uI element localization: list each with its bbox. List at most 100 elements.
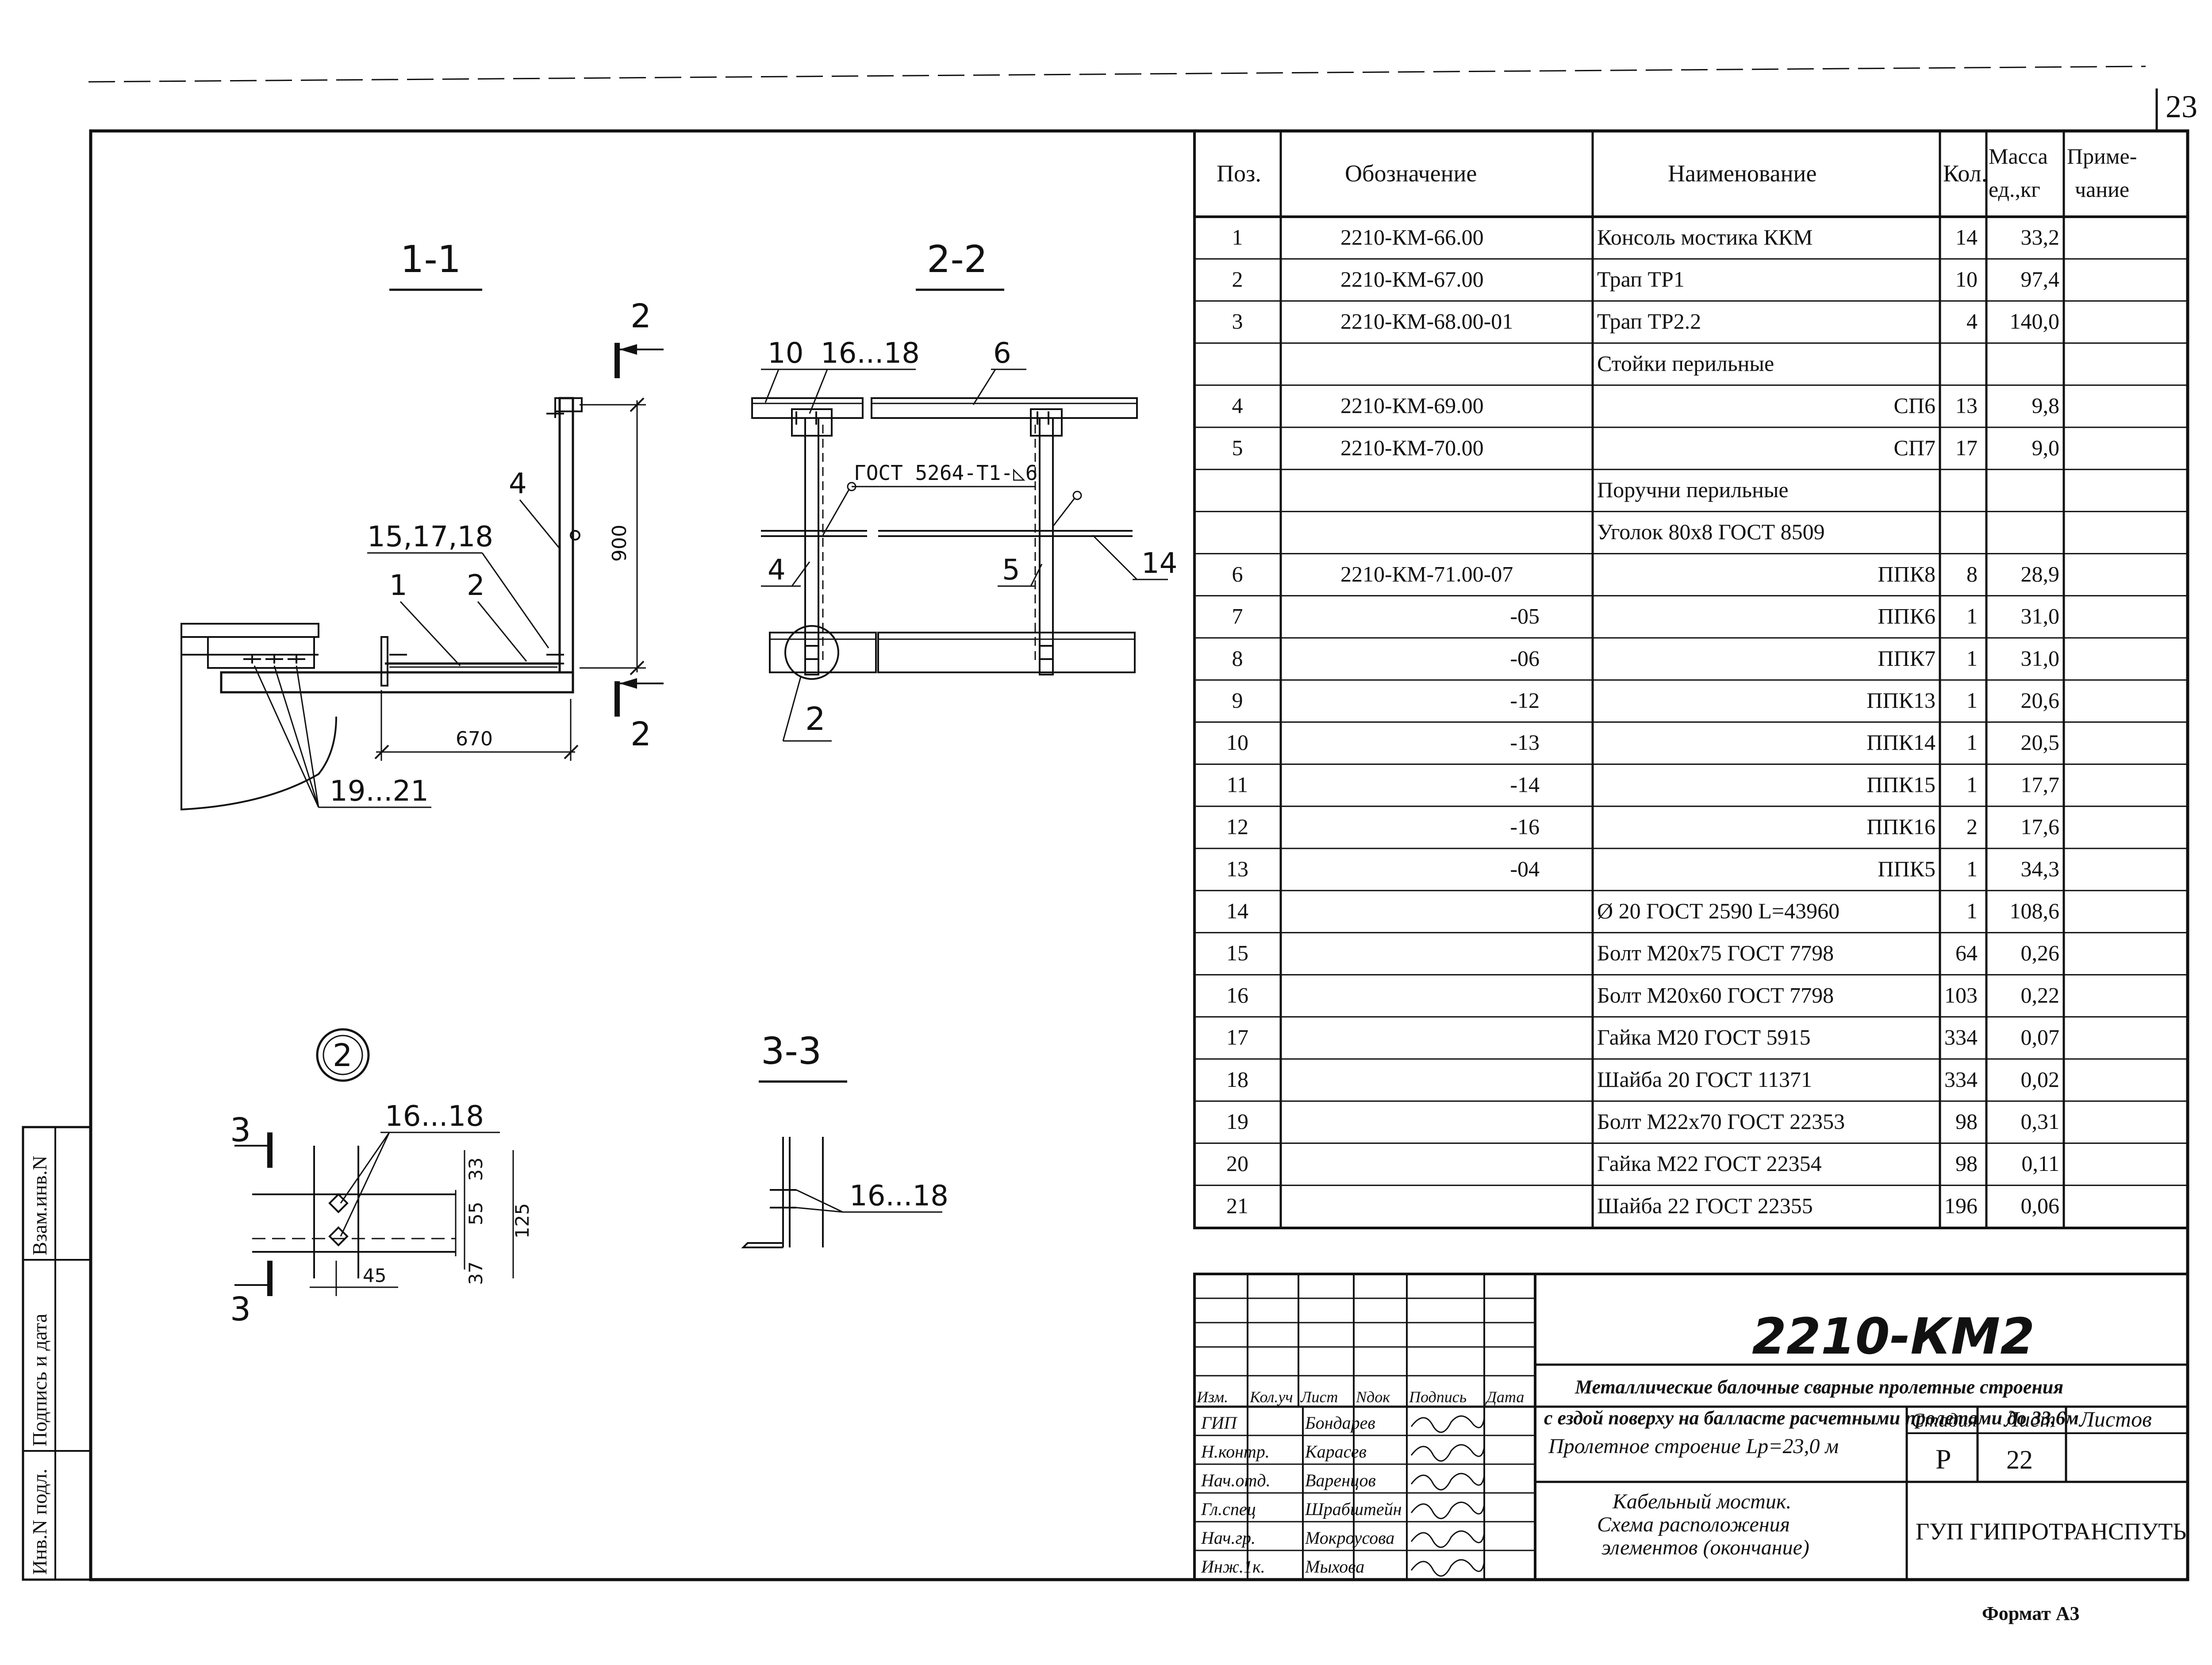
format-label: Формат А3 <box>1982 1603 2080 1624</box>
staff-name: Бондарев <box>1305 1413 1375 1433</box>
spec-mass: 20,6 <box>2021 688 2060 713</box>
dim-33: 33 <box>465 1158 487 1181</box>
signature <box>1410 1473 1485 1491</box>
spec-code: 2210-КМ-66.00 <box>1340 225 1484 249</box>
spec-name: Болт М22х70 ГОСТ 22353 <box>1597 1109 1845 1134</box>
hdr-code: Обозначение <box>1345 160 1477 187</box>
dim-55: 55 <box>465 1202 487 1225</box>
spec-mass: 0,07 <box>2021 1025 2060 1050</box>
spec-code: -13 <box>1510 730 1540 755</box>
project-line-1: Металлические балочные сварные пролетные… <box>1575 1376 2063 1398</box>
hdr-note: Приме- <box>2067 144 2137 169</box>
spec-pos: 18 <box>1226 1067 1248 1092</box>
spec-qty: 1 <box>1966 688 1978 713</box>
spec-qty: 13 <box>1955 393 1978 418</box>
signature <box>1410 1444 1485 1462</box>
spec-name: Трап ТР1 <box>1597 267 1685 292</box>
spec-qty: 1 <box>1966 772 1978 797</box>
rev-header: Лист <box>1300 1388 1338 1406</box>
hdr-note-2: чание <box>2075 177 2129 202</box>
spec-mark: ППК14 <box>1866 730 1936 755</box>
callout-node-2: 2 <box>805 700 826 737</box>
staff-name: Мыхова <box>1305 1557 1364 1577</box>
spec-qty: 196 <box>1944 1193 1978 1218</box>
spec-mass: 140,0 <box>2010 309 2060 334</box>
view-3-3-callout: 16...18 <box>849 1180 949 1212</box>
spec-mass: 33,2 <box>2021 225 2060 249</box>
view-1-1-title: 1-1 <box>400 238 461 281</box>
sheet-title-1: Кабельный мостик. <box>1612 1490 1791 1513</box>
spec-qty: 1 <box>1966 898 1978 923</box>
spec-qty: 14 <box>1955 225 1978 249</box>
side-stamp-inv-podl: Инв.N подл. <box>28 1469 51 1575</box>
cut-3-top: 3 <box>230 1111 251 1149</box>
dim-125: 125 <box>511 1203 533 1239</box>
hdr-mass-2: ед.,кг <box>1989 177 2040 202</box>
spec-qty: 8 <box>1966 561 1978 586</box>
hdr-qty: Кол. <box>1943 160 1987 187</box>
callout-10: 10 <box>768 337 803 370</box>
spec-pos: 15 <box>1226 940 1248 965</box>
spec-qty: 2 <box>1966 814 1978 839</box>
view-3-3-title: 3-3 <box>761 1029 822 1073</box>
rev-header: Подпись <box>1409 1388 1467 1406</box>
cut-2-top: 2 <box>630 297 651 335</box>
signature <box>1410 1415 1485 1433</box>
sheet-title-2: Схема расположения <box>1597 1513 1790 1536</box>
spec-mark: ППК6 <box>1878 604 1936 629</box>
callout-4-22: 4 <box>768 554 786 587</box>
rev-header: Изм. <box>1196 1388 1228 1406</box>
spec-qty: 4 <box>1966 309 1978 334</box>
spec-mass: 28,9 <box>2021 561 2060 586</box>
weld-note: ГОСТ 5264-Т1-◺6 <box>854 461 1037 485</box>
spec-mass: 0,02 <box>2021 1067 2060 1092</box>
title-block-grid <box>1193 1273 2189 1581</box>
spec-qty: 64 <box>1955 940 1978 965</box>
spec-mass: 0,22 <box>2021 982 2060 1007</box>
staff-role: Нач.гр. <box>1201 1528 1256 1548</box>
spec-mark: ППК8 <box>1878 561 1936 586</box>
stage-label: Стадия <box>1911 1409 1977 1431</box>
spec-pos: 6 <box>1232 561 1243 586</box>
spec-table-header: Поз. Обозначение Наименование Кол. Масса… <box>1217 144 2137 202</box>
spec-mass: 17,7 <box>2021 772 2060 797</box>
spec-mark: СП7 <box>1894 435 1936 460</box>
spec-mass: 17,6 <box>2021 814 2060 839</box>
spec-pos: 4 <box>1232 393 1243 418</box>
staff-role: Гл.спец <box>1201 1499 1256 1519</box>
spec-pos: 16 <box>1226 982 1248 1007</box>
node-2-title: 2 <box>333 1037 353 1074</box>
view-3-3: 3-3 16...18 <box>741 1029 949 1248</box>
signature <box>1410 1501 1485 1519</box>
scan-edge <box>88 65 2146 83</box>
spec-qty: 98 <box>1955 1151 1978 1176</box>
spec-code: 2210-КМ-67.00 <box>1340 267 1484 292</box>
spec-qty: 1 <box>1966 730 1978 755</box>
callout-16-18: 16...18 <box>821 337 920 370</box>
spec-pos: 14 <box>1226 898 1248 923</box>
spec-pos: 2 <box>1232 267 1243 292</box>
spec-pos: 13 <box>1226 856 1248 881</box>
spec-table-rowlines <box>1194 258 2188 1186</box>
dim-900: 900 <box>608 525 631 562</box>
signature <box>1410 1530 1485 1548</box>
spec-code: 2210-КМ-69.00 <box>1340 393 1484 418</box>
spec-mark: СП6 <box>1894 393 1936 418</box>
spec-code: -12 <box>1510 688 1540 713</box>
staff-role: Н.контр. <box>1201 1442 1270 1462</box>
callout-4: 4 <box>509 468 527 500</box>
project-line-2: с ездой поверху на балласте расчетными п… <box>1544 1407 2079 1429</box>
staff-row: Инж.1к.Мыхова <box>1201 1557 1485 1577</box>
spec-pos: 12 <box>1226 814 1248 839</box>
